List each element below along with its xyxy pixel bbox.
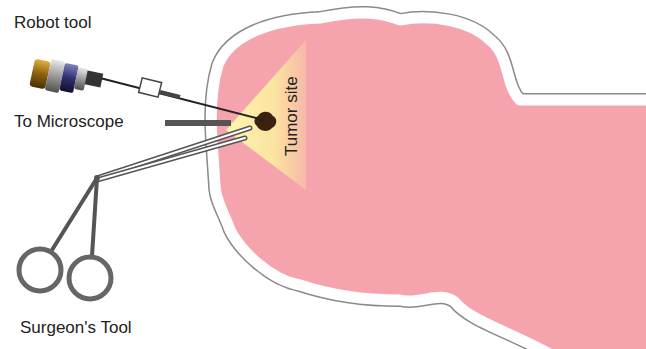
tool-label: Surgeon's Tool: [20, 318, 132, 338]
surgeons-tool: [19, 128, 250, 299]
tumor-site-fan: [226, 40, 306, 190]
region-label: Tumor site: [282, 76, 302, 156]
tool-label: Robot tool: [14, 13, 92, 33]
tool-label: To Microscope: [14, 112, 124, 132]
tumor: [254, 112, 276, 131]
robot-tool: [29, 59, 264, 120]
head-outline: [211, 13, 646, 349]
microscope-bar: [165, 120, 231, 126]
